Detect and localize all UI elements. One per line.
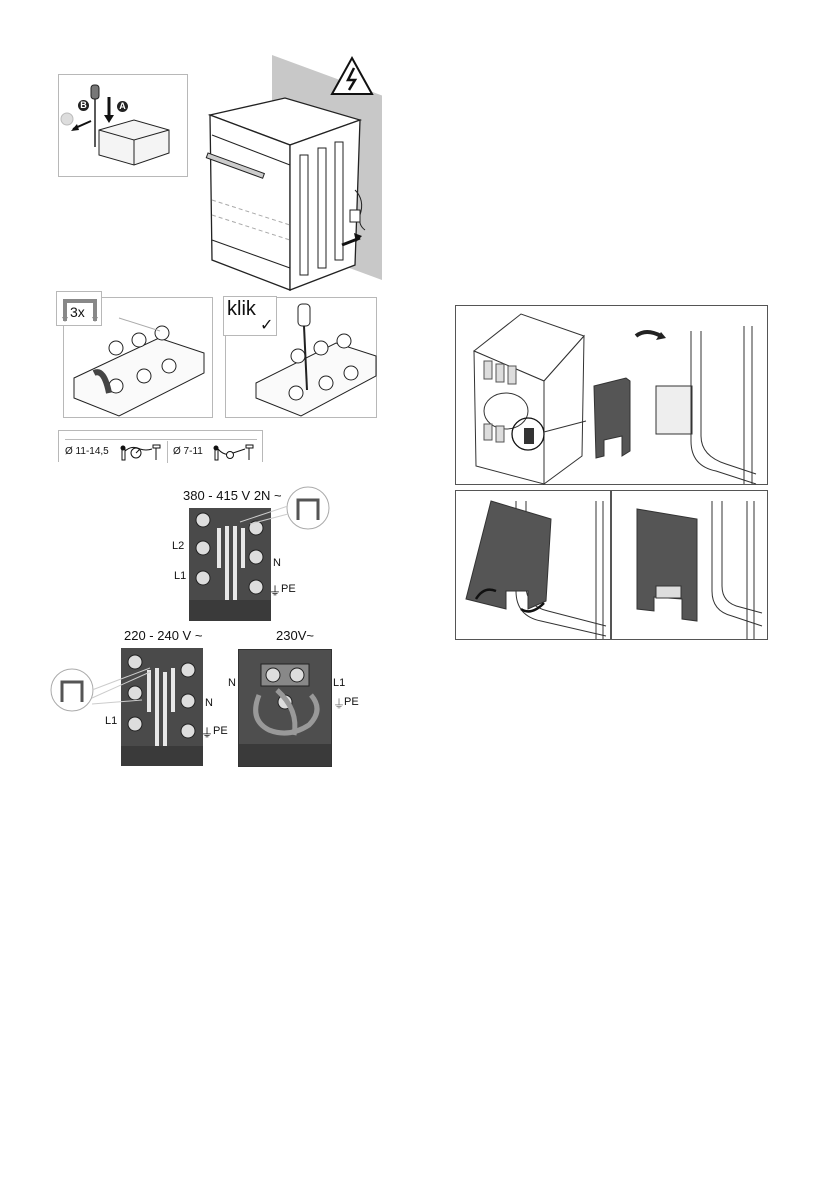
cover-hooking-drawing (465, 500, 607, 639)
connection-box-drawing (60, 84, 170, 166)
inset-connection-box: B A (58, 74, 188, 177)
figure-cover-mounted (611, 490, 768, 640)
cover-installed-drawing (636, 501, 763, 639)
terminal-block-screwdriver-drawing (255, 303, 377, 417)
earth-icon: ⏚ (269, 584, 282, 598)
electric-hazard-icon (330, 55, 374, 95)
earth-icon: ⏚ (333, 697, 346, 711)
legend-item-large: Ø 11-14,5 (65, 443, 165, 461)
cooker-rear-drawing (473, 313, 757, 485)
figure-strain-relief-clamp: 3x (56, 291, 213, 418)
label-pe: PE (344, 696, 359, 708)
terminal-block-drawing (73, 317, 205, 417)
label-l1: L1 (333, 677, 346, 689)
legend-item-small: Ø 7-11 (173, 443, 263, 461)
callout-lines (239, 505, 289, 525)
legend-separator (167, 441, 168, 463)
terminal-screws (189, 512, 271, 621)
figure-cover-overview (455, 305, 768, 485)
label-l1: L1 (105, 715, 118, 727)
label-pe: PE (281, 583, 296, 595)
step-a-marker: A (117, 101, 128, 112)
cooker-drawing (205, 97, 366, 291)
cable-diameter-legend: Ø 11-14,5 Ø 7-11 (58, 430, 263, 463)
click-label: klik (227, 298, 256, 320)
label-l2: L2 (172, 540, 185, 552)
earth-icon: ⏚ (201, 726, 214, 740)
label-pe: PE (213, 725, 228, 737)
cable-clamp-large-icon (120, 444, 161, 461)
label-l1: L1 (174, 570, 187, 582)
bridge-magnifier-icon (286, 486, 330, 530)
label-n: N (205, 697, 213, 709)
figure-strain-relief-screw: klik ✓ (223, 296, 377, 418)
three-phase-title: 380 - 415 V 2N ~ (183, 488, 282, 503)
terminal-screws (121, 654, 203, 766)
bridge-icon (62, 299, 98, 322)
bridge-count-label: 3x (70, 304, 85, 320)
legend-divider (65, 439, 257, 440)
single-phase-title: 220 - 240 V ~ (124, 628, 203, 643)
click-callout: klik ✓ (223, 296, 277, 336)
label-n: N (228, 677, 236, 689)
cable-clamp-small-icon (213, 444, 254, 461)
terminal-block-three-phase (189, 508, 271, 621)
bridge-magnifier-icon (50, 668, 94, 712)
figure-connection-box-removal: B A (50, 30, 390, 291)
check-icon: ✓ (260, 317, 274, 334)
label-n: N (273, 557, 281, 569)
terminal-block-alt (238, 649, 332, 767)
diameter-small-label: Ø 7-11 (173, 446, 203, 457)
step-b-marker: B (78, 100, 89, 111)
terminal-screws (239, 663, 331, 766)
bridge-callout: 3x (56, 291, 102, 326)
terminal-block-single-phase (121, 648, 203, 766)
callout-lines (91, 667, 151, 705)
figure-cover-attach (455, 490, 611, 640)
diameter-large-label: Ø 11-14,5 (65, 446, 109, 457)
alt-single-phase-title: 230V~ (276, 628, 314, 643)
